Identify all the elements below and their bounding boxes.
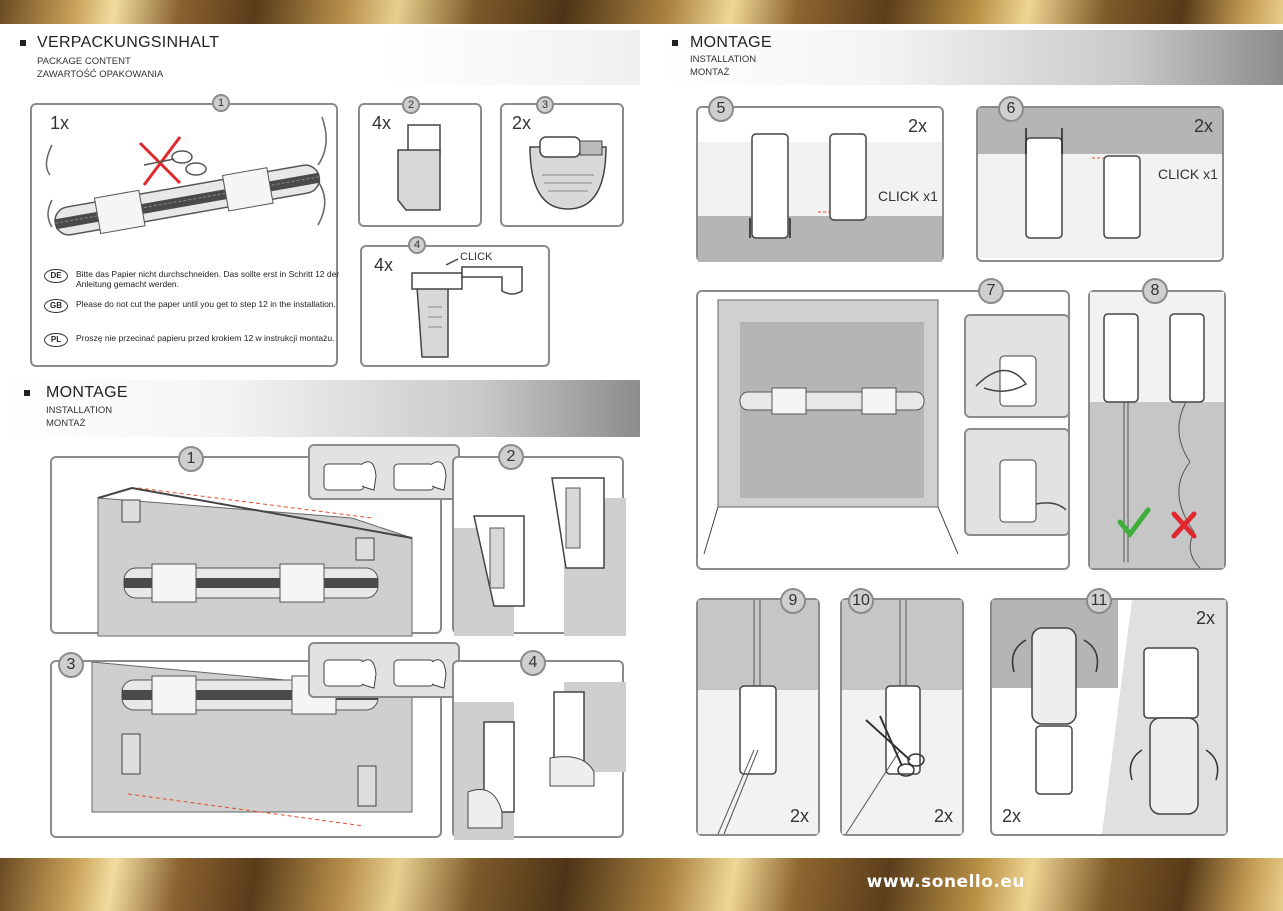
step-5-panel: 2x CLICK x1 [696,106,944,262]
click-label: CLICK x1 [878,188,938,204]
step-4-panel [452,660,626,840]
step-4-illustration [454,682,626,840]
cord-detail-illustration [975,355,1037,407]
package-item-1-panel: 1x DE Bitte das Papier nicht durchschnei… [30,103,339,367]
step-4-badge: 4 [520,650,546,676]
note-text: Bitte das Papier nicht durchschneiden. D… [76,269,340,289]
note-lang-badge: PL [44,333,68,347]
package-subtitle-en: PACKAGE CONTENT [37,56,131,67]
step-6-badge: 6 [998,96,1024,122]
note-lang-badge: DE [44,269,68,283]
step-1-badge: 1 [178,446,204,472]
bracket-clip-illustration [411,258,523,358]
note-text: Please do not cut the paper until you ge… [76,299,336,309]
package-item-2-badge: 2 [402,96,420,114]
step-9-panel: 2x [696,598,820,836]
package-subtitle-pl: ZAWARTOŚĆ OPAKOWANIA [37,69,164,80]
package-item-4-badge: 4 [408,236,426,254]
item-quantity: 4x [372,113,392,133]
step-9-illustration [698,600,818,835]
side-cover-illustration [529,136,607,210]
bullet-icon [672,40,678,46]
step-11-panel: 2x 2x [990,598,1228,836]
package-title: VERPACKUNGSINHALT [37,34,220,51]
step-8-illustration [1090,292,1224,569]
step-1-illustration [97,486,413,637]
note-de: DE Bitte das Papier nicht durchschneiden… [44,269,339,291]
package-item-3-badge: 3 [536,96,554,114]
step-3-badge: 3 [58,652,84,678]
step-2-illustration [454,477,626,636]
note-lang-badge: GB [44,299,68,313]
scissors-icon [865,715,925,777]
bottom-decorative-band [0,858,1283,911]
website-url[interactable]: www.sonello.eu [866,872,1025,892]
step-7-panel [696,290,1070,570]
step-7-detail-top [964,314,1070,418]
step-quantity: 2x [1194,116,1214,136]
step-quantity-bottom: 2x [1002,806,1022,826]
check-icon [1117,507,1151,539]
roller-blind-illustration [45,116,327,236]
montage-right-header-bar [660,30,1283,85]
item-quantity: 4x [374,255,394,275]
package-item-2-panel: 4x [358,103,482,227]
step-7-badge: 7 [978,278,1004,304]
package-item-3-panel: 2x [500,103,624,227]
montage-left-header-bar [0,380,640,437]
package-item-4-panel: 4x CLICK [360,245,550,367]
package-header-bar [0,30,640,85]
step-1-inset [308,444,460,500]
note-gb: GB Please do not cut the paper until you… [44,299,336,321]
click-label: CLICK [460,251,493,263]
step-3-panel [50,660,442,838]
item-quantity: 1x [50,113,70,133]
bullet-icon [20,40,26,46]
bracket-adjust-illustration [323,461,447,491]
step-1-panel [50,456,442,637]
package-item-1-badge: 1 [212,94,230,112]
note-pl: PL Proszę nie przecinać papieru przed kr… [44,333,334,355]
montage-right-title: MONTAGE [690,34,772,51]
montage-right-subtitle-pl: MONTAŻ [690,67,730,78]
step-8-badge: 8 [1142,278,1168,304]
step-9-badge: 9 [780,588,806,614]
step-11-badge: 11 [1086,588,1112,614]
step-5-illustration [698,133,942,262]
step-3-illustration [91,661,413,827]
step-quantity: 2x [908,116,928,136]
step-quantity-top: 2x [1196,608,1216,628]
montage-right-subtitle-en: INSTALLATION [690,54,757,65]
bullet-icon [24,390,30,396]
step-3-inset [308,642,460,698]
step-6-panel: 2x CLICK x1 [976,106,1224,262]
top-decorative-band [0,0,1283,24]
step-2-panel [452,456,626,636]
item-quantity: 2x [512,113,532,133]
step-2-badge: 2 [498,444,524,470]
montage-left-title: MONTAGE [46,384,128,401]
step-7-illustration [703,299,959,555]
step-7-detail-bottom [964,428,1070,536]
step-quantity: 2x [790,806,810,826]
step-11-illustration [992,600,1226,834]
cord-detail-illustration [999,459,1067,523]
cross-icon [1171,511,1197,539]
scissors-icon [138,136,207,186]
step-5-badge: 5 [708,96,734,122]
end-cap-illustration [397,124,441,211]
step-10-badge: 10 [848,588,874,614]
click-label: CLICK x1 [1158,166,1218,182]
step-quantity: 2x [934,806,954,826]
note-text: Proszę nie przecinać papieru przed kroki… [76,333,335,343]
step-10-panel: 2x [840,598,964,836]
step-6-illustration [978,108,1222,258]
step-8-panel [1088,290,1226,570]
montage-left-subtitle-pl: MONTAŻ [46,418,86,429]
montage-left-subtitle-en: INSTALLATION [46,405,113,416]
bracket-adjust-illustration [323,659,447,689]
